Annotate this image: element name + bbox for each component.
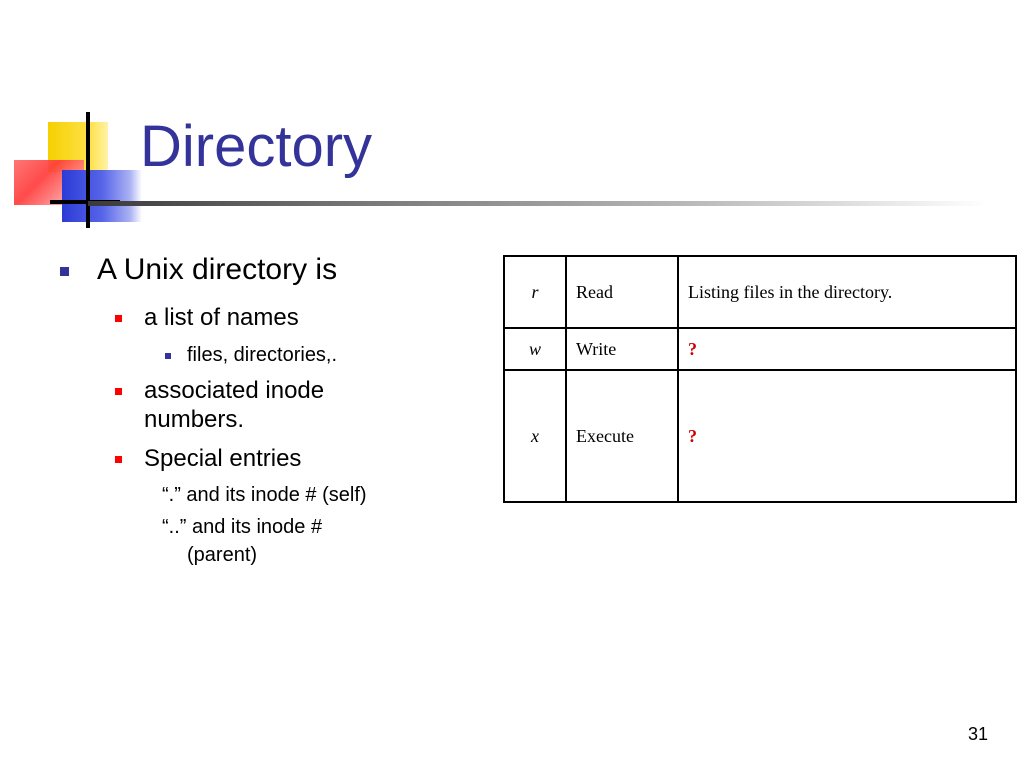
bullet-item-special-entries: Special entries — [115, 444, 415, 473]
table-row: x Execute ? — [503, 369, 1017, 503]
title-underline-rule — [88, 201, 988, 206]
special-entry-text: “..” and its inode # — [162, 516, 323, 538]
slide-title: Directory — [140, 114, 373, 179]
special-entry-text-continued: (parent) — [187, 544, 258, 566]
bullet-text: A Unix directory is — [97, 253, 338, 286]
bullet-square-icon — [60, 267, 69, 276]
permission-symbol-cell: r — [503, 255, 567, 329]
permission-description-cell: Listing files in the directory. — [677, 255, 1017, 329]
question-mark: ? — [688, 425, 697, 446]
bullet-text: associated inode numbers. — [144, 376, 324, 434]
permission-description-cell: ? — [677, 369, 1017, 503]
permissions-table: r Read Listing files in the directory. w… — [503, 255, 1017, 503]
question-mark: ? — [688, 338, 697, 359]
permission-name-cell: Execute — [565, 369, 679, 503]
bullet-item-main: A Unix directory is — [60, 252, 337, 288]
table-row: r Read Listing files in the directory. — [503, 255, 1017, 329]
bullet-square-icon — [165, 353, 171, 359]
permission-name-cell: Write — [565, 327, 679, 371]
bullet-square-icon — [115, 456, 122, 463]
logo-vertical-line — [86, 112, 90, 228]
bullet-text-line: associated inode — [144, 377, 325, 404]
bullet-square-icon — [115, 388, 122, 395]
permission-symbol-cell: w — [503, 327, 567, 371]
bullet-item-list-of-names: a list of names — [115, 303, 415, 332]
bullet-text: Special entries — [144, 445, 302, 472]
slide-logo-decoration — [0, 0, 150, 230]
permission-symbol-cell: x — [503, 369, 567, 503]
bullet-item-files-directories: files, directories,. — [165, 343, 337, 368]
table-row: w Write ? — [503, 327, 1017, 371]
logo-blue-square — [62, 170, 142, 222]
permission-description-cell: ? — [677, 327, 1017, 371]
bullet-text: a list of names — [144, 304, 299, 331]
bullet-text: files, directories,. — [187, 344, 338, 366]
special-entry-dotdot: “..” and its inode # (parent) — [162, 513, 462, 569]
page-number: 31 — [968, 724, 989, 744]
bullet-text-line: numbers. — [144, 406, 245, 433]
special-entry-dot: “.” and its inode # (self) — [162, 481, 462, 509]
special-entry-text: “.” and its inode # (self) — [162, 484, 367, 506]
logo-horizontal-line — [50, 200, 120, 204]
bullet-square-icon — [115, 315, 122, 322]
permission-name-cell: Read — [565, 255, 679, 329]
bullet-item-inode-numbers: associated inode numbers. — [115, 376, 415, 434]
